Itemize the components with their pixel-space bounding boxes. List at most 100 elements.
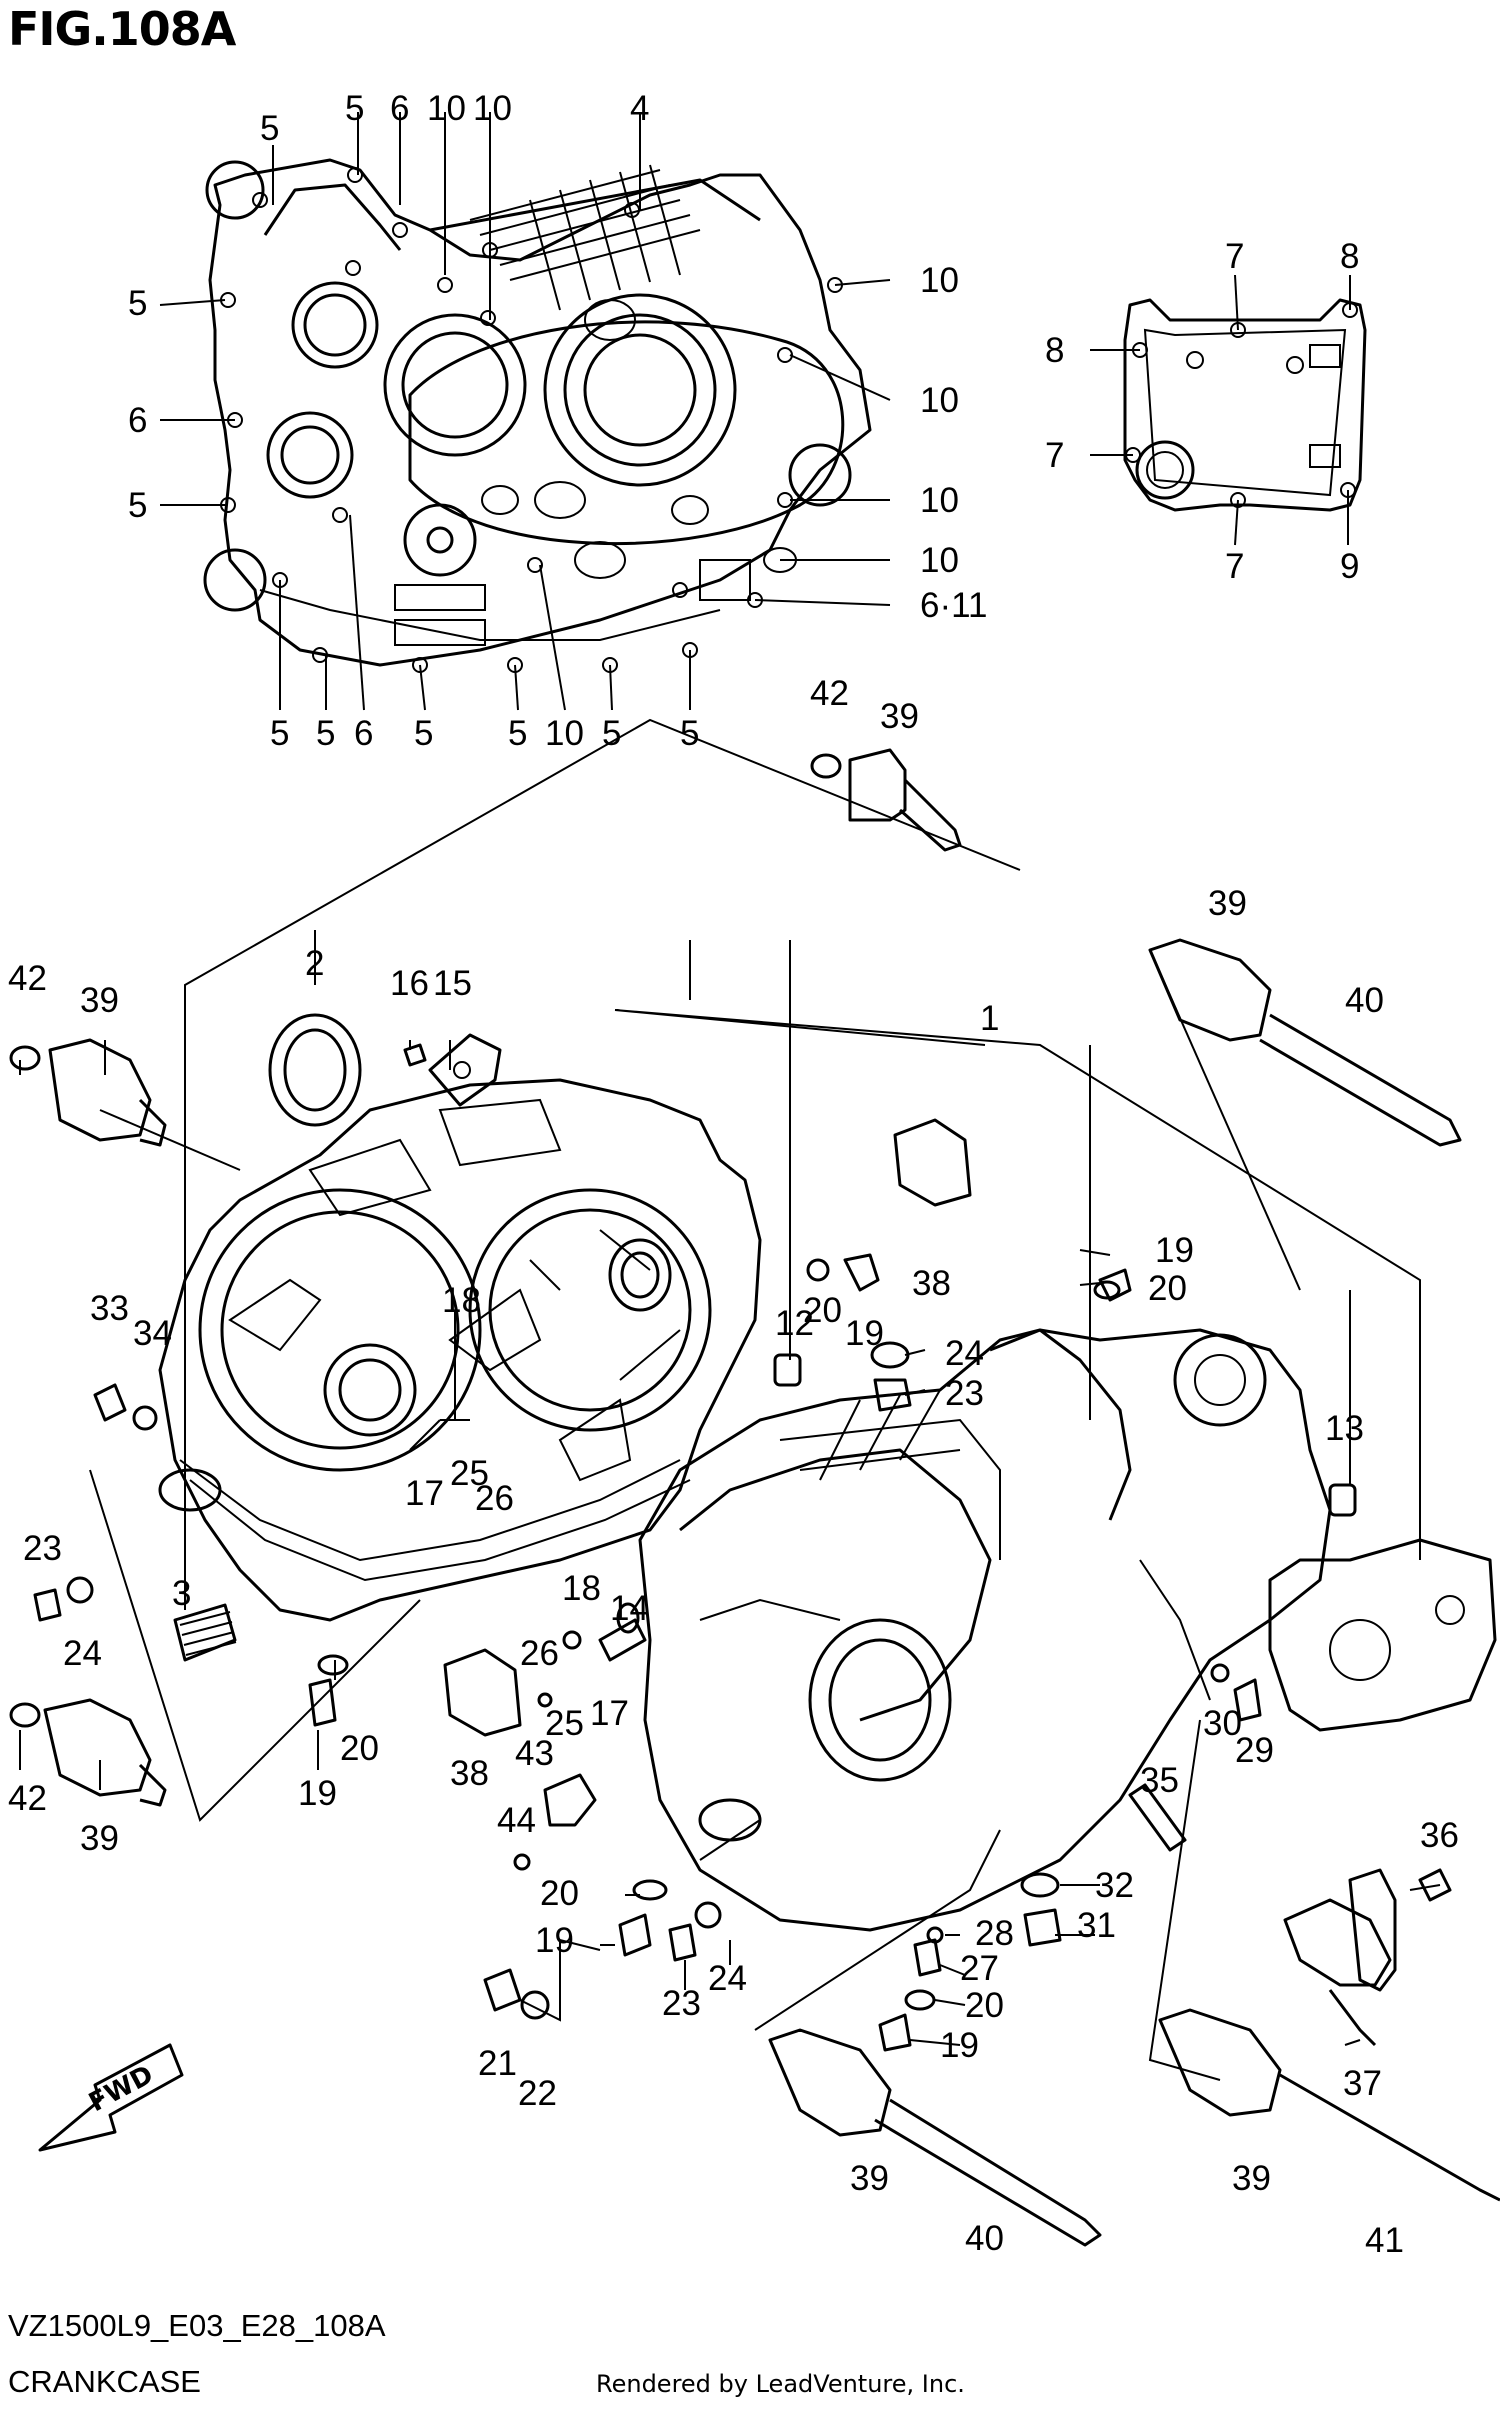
figure-title: FIG.108A [8, 2, 236, 56]
callout-33: 33 [90, 1289, 129, 1328]
callout-13: 13 [1325, 1409, 1364, 1448]
callout-37: 37 [1343, 2064, 1382, 2103]
callout-8: 8 [1045, 331, 1064, 370]
callout-5: 5 [508, 714, 527, 753]
callout-40: 40 [965, 2219, 1004, 2258]
callout-23: 23 [662, 1984, 701, 2023]
callout-29: 29 [1235, 1731, 1274, 1770]
callout-7: 7 [1225, 547, 1244, 586]
callout-12: 12 [775, 1304, 814, 1343]
callout-20: 20 [803, 1291, 842, 1330]
callout-20: 20 [340, 1729, 379, 1768]
callout-14: 14 [610, 1589, 649, 1628]
callout-25: 25 [450, 1454, 489, 1493]
callout-10: 10 [920, 481, 959, 520]
callout-35: 35 [1140, 1761, 1179, 1800]
leader-lines [19, 112, 1441, 2081]
callout-labels: 5 5 6 10 10 4 5 10 10 10 6 10 5 6·11 5 5… [8, 89, 1459, 2260]
callout-26: 26 [475, 1479, 514, 1518]
callout-6-11: 6·11 [920, 586, 987, 625]
callout-24: 24 [708, 1959, 747, 1998]
callout-3: 3 [172, 1574, 191, 1613]
callout-6: 5 [270, 714, 289, 753]
callout-10: 10 [545, 714, 584, 753]
callout-5: 5 [345, 89, 364, 128]
callout-8: 8 [1340, 237, 1359, 276]
callout-20: 20 [540, 1874, 579, 1913]
fwd-direction-arrow: FWD [38, 2043, 184, 2152]
callout-28: 28 [975, 1914, 1014, 1953]
callout-6: 6 [128, 401, 147, 440]
callout-17: 17 [405, 1474, 444, 1513]
callout-5: 5 [128, 486, 147, 525]
rendered-by-credit: Rendered by LeadVenture, Inc. [596, 2370, 965, 2398]
callout-30: 30 [1203, 1704, 1242, 1743]
callout-25: 25 [545, 1704, 584, 1743]
left-crankcase-half-drawing [203, 158, 872, 673]
callout-19: 19 [845, 1314, 884, 1353]
callout-19: 19 [1155, 1231, 1194, 1270]
callout-43: 43 [515, 1734, 554, 1773]
callout-9: 9 [1340, 547, 1359, 586]
callout-38: 38 [912, 1264, 951, 1303]
callout-36: 36 [1420, 1816, 1459, 1855]
callout-23: 23 [945, 1374, 984, 1413]
callout-5: 5 [316, 714, 335, 753]
cover-plate-drawing [1123, 298, 1367, 512]
callout-24: 24 [63, 1634, 102, 1673]
callout-20: 20 [965, 1986, 1004, 2025]
callout-42: 42 [810, 674, 849, 713]
callout-18: 18 [562, 1569, 601, 1608]
callout-24: 24 [945, 1334, 984, 1373]
small-parts-drawing [9, 748, 1500, 2247]
callout-40: 40 [1345, 981, 1384, 1020]
callout-2: 2 [305, 944, 324, 983]
callout-18: 18 [442, 1281, 481, 1320]
callout-32: 32 [1095, 1866, 1134, 1905]
callout-6: 6 [390, 89, 409, 128]
callout-42: 42 [8, 959, 47, 998]
callout-6: 6 [354, 714, 373, 753]
callout-39: 39 [1232, 2159, 1271, 2198]
callout-39: 39 [1208, 884, 1247, 923]
callout-5: 5 [128, 284, 147, 323]
callout-10: 10 [427, 89, 466, 128]
callout-31: 31 [1077, 1906, 1116, 1945]
callout-21: 21 [478, 2044, 517, 2083]
callout-20: 20 [1148, 1269, 1187, 1308]
callout-4: 4 [630, 89, 649, 128]
callout-34: 34 [133, 1314, 172, 1353]
callout-38: 38 [450, 1754, 489, 1793]
callout-39: 39 [880, 697, 919, 736]
callout-22: 22 [518, 2074, 557, 2113]
callout-19: 19 [940, 2026, 979, 2065]
crankcase-halves-drawing [158, 1078, 1497, 1932]
model-code: VZ1500L9_E03_E28_108A [8, 2308, 386, 2343]
callout-27: 27 [960, 1949, 999, 1988]
callout-39: 39 [850, 2159, 889, 2198]
callout-10: 10 [920, 541, 959, 580]
callout-7: 7 [1225, 237, 1244, 276]
callout-23: 23 [23, 1529, 62, 1568]
callout-15: 15 [433, 964, 472, 1003]
callout-44: 44 [497, 1801, 536, 1840]
callout-1: 1 [980, 999, 999, 1038]
callout-41: 41 [1365, 2221, 1404, 2260]
callout-39: 39 [80, 981, 119, 1020]
callout-10: 10 [473, 89, 512, 128]
callout-17: 17 [590, 1694, 629, 1733]
callout-19: 19 [535, 1921, 574, 1960]
callout-10: 10 [920, 261, 959, 300]
callout-26: 26 [520, 1634, 559, 1673]
callout-5: 5 [260, 109, 279, 148]
callout-39: 39 [80, 1819, 119, 1858]
callout-10: 10 [920, 381, 959, 420]
callout-5: 5 [602, 714, 621, 753]
callout-5: 5 [414, 714, 433, 753]
callout-5: 5 [680, 714, 699, 753]
callout-7: 7 [1045, 436, 1064, 475]
section-name: CRANKCASE [8, 2364, 201, 2399]
callout-16: 16 [390, 964, 429, 1003]
callout-42: 42 [8, 1779, 47, 1818]
